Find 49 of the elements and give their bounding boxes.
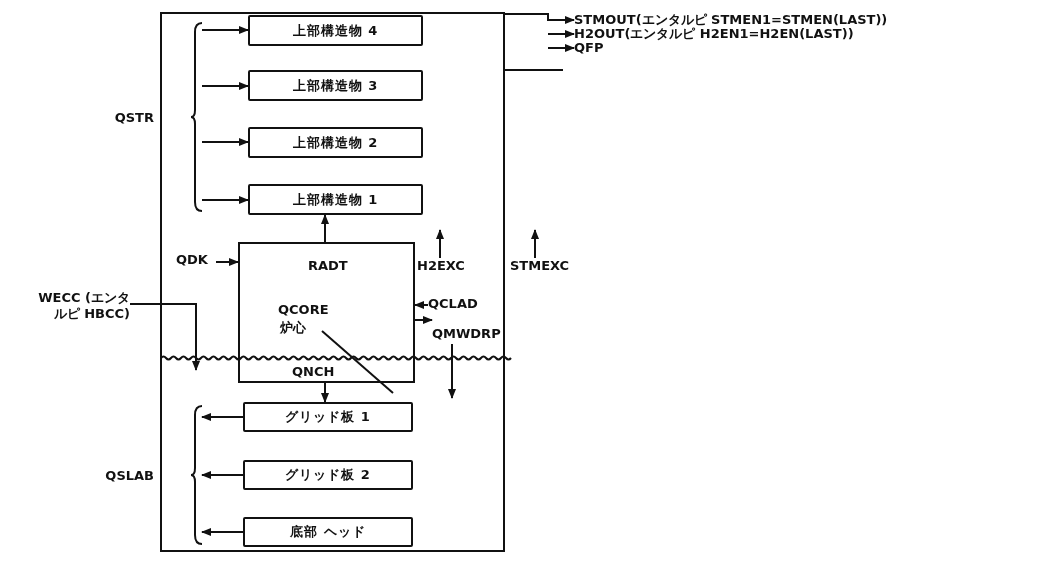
component-box xyxy=(243,460,413,490)
core-variable-label: QNCH xyxy=(292,364,335,379)
arrow xyxy=(531,229,539,259)
arrow xyxy=(321,214,329,243)
group-label: QSTR xyxy=(114,109,154,125)
arrow xyxy=(201,196,249,204)
variable-label: STMEXC xyxy=(510,258,576,274)
arrow xyxy=(201,26,249,34)
arrow xyxy=(448,343,456,399)
arrow xyxy=(436,229,444,259)
component-label: グリッド板 2 xyxy=(285,466,371,484)
component-box xyxy=(248,15,423,46)
variable-label: QFP xyxy=(574,40,614,56)
arrow xyxy=(547,44,575,52)
variable-label: QDK xyxy=(176,252,216,268)
component-label: グリッド板 1 xyxy=(285,408,371,426)
variable-label: STMOUT(エンタルピ STMEN1=STMEN(LAST)) xyxy=(574,12,914,28)
component-label: 上部構造物 2 xyxy=(292,133,379,152)
arrow xyxy=(201,413,244,421)
core-variable-label: RADT xyxy=(308,258,348,273)
arrow xyxy=(215,258,239,266)
component-label: 底部 ヘッド xyxy=(290,523,366,541)
arrow xyxy=(504,13,575,24)
core-box xyxy=(238,242,415,383)
core-variable-label: QCORE xyxy=(278,302,329,317)
arrow xyxy=(129,303,200,371)
arrow xyxy=(201,138,249,146)
arrow xyxy=(414,316,433,324)
core-label: 炉心 xyxy=(280,319,306,337)
variable-label: H2EXC xyxy=(417,258,473,274)
variable-label: QMWDRP xyxy=(432,326,502,342)
component-label: 上部構造物 4 xyxy=(292,21,379,40)
arrow xyxy=(547,30,575,38)
component-label: 上部構造物 3 xyxy=(292,76,379,95)
component-box xyxy=(248,184,423,215)
arrow xyxy=(201,471,244,479)
inflow-label: WECC (エンタルピ HBCC) xyxy=(30,290,130,322)
arrow xyxy=(201,528,244,536)
component-box xyxy=(248,70,423,101)
group-label: QSLAB xyxy=(105,467,154,483)
component-label: 上部構造物 1 xyxy=(292,190,379,209)
component-box xyxy=(243,402,413,432)
component-box xyxy=(248,127,423,158)
arrow xyxy=(414,301,429,309)
variable-label: H2OUT(エンタルピ H2EN1=H2EN(LAST)) xyxy=(574,26,894,42)
variable-label: QCLAD xyxy=(428,296,484,312)
arrow xyxy=(321,382,329,403)
arrow xyxy=(201,82,249,90)
component-box xyxy=(243,517,413,547)
